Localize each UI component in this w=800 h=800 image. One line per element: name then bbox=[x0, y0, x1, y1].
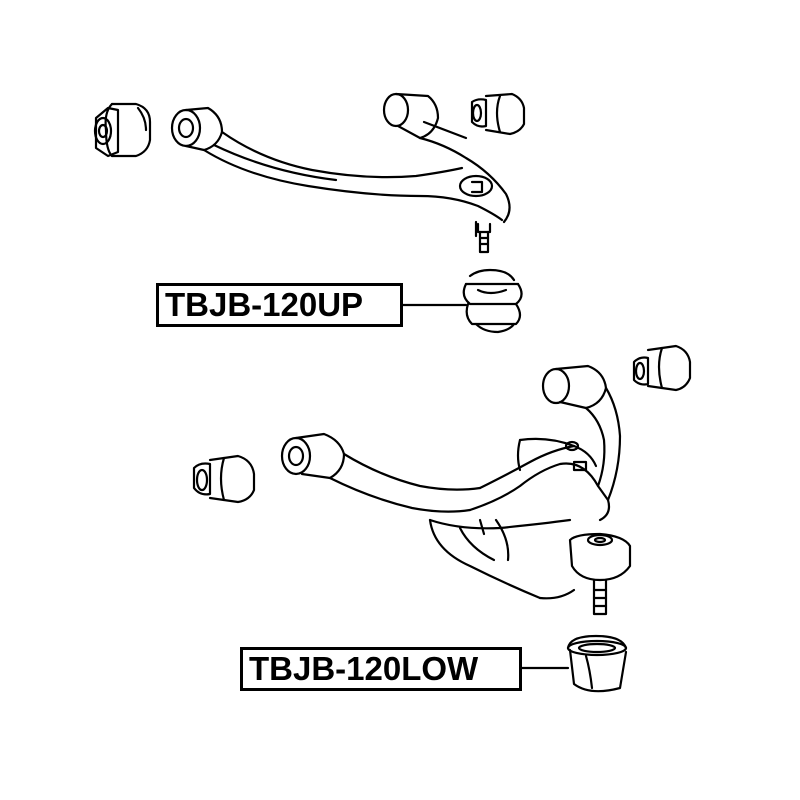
lower-ball-joint-boot bbox=[566, 634, 628, 693]
upper-ball-joint-boot bbox=[462, 268, 523, 334]
lower-control-arm bbox=[280, 364, 632, 616]
upper-left-bushing bbox=[93, 102, 152, 158]
part-number-label-lower: TBJB-120LOW bbox=[240, 647, 522, 691]
lower-left-bushing bbox=[192, 454, 256, 504]
part-number-label-upper: TBJB-120UP bbox=[156, 283, 403, 327]
upper-control-arm bbox=[170, 92, 511, 254]
upper-right-bushing bbox=[470, 92, 526, 136]
lower-right-bushing bbox=[632, 344, 692, 392]
